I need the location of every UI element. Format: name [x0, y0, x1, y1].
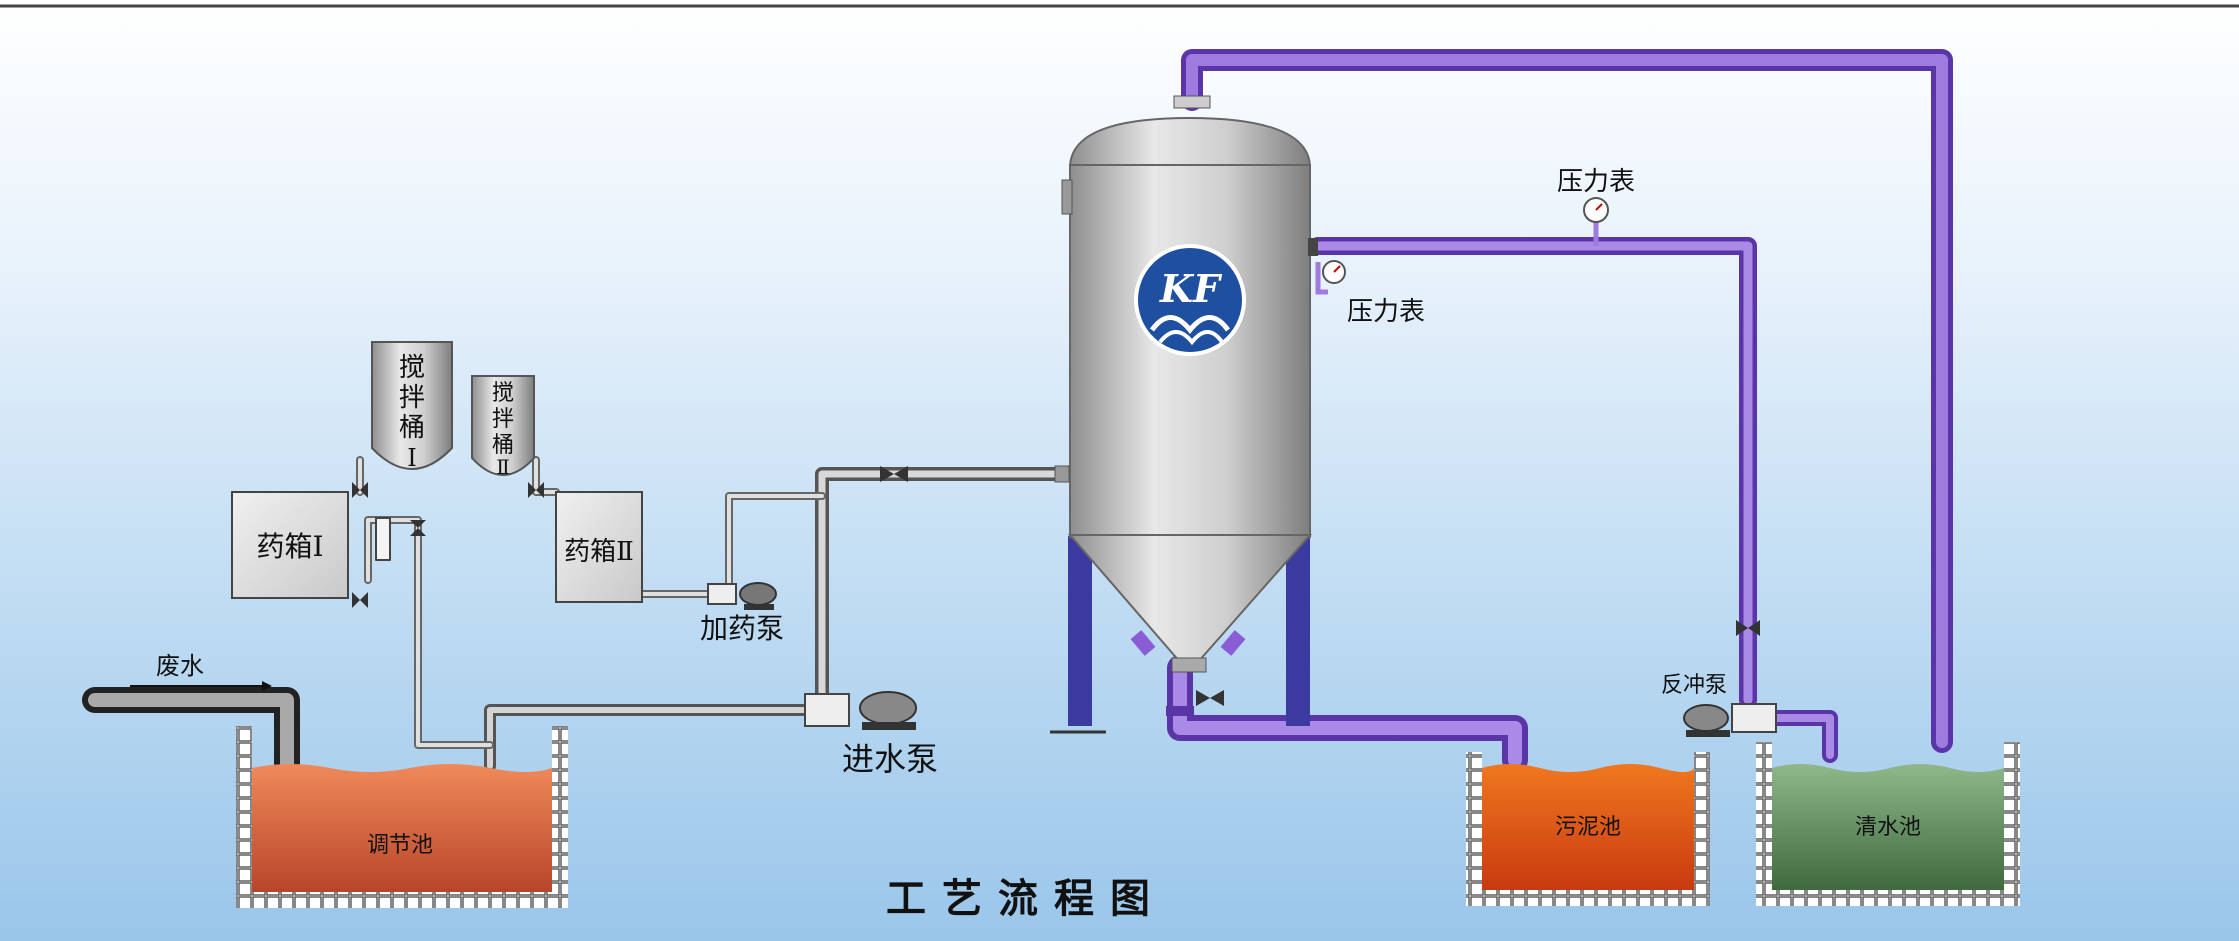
- diagram-title: 工艺流程图: [886, 876, 1166, 922]
- sludge-tank-label: 污泥池: [1555, 815, 1621, 840]
- pressure-gauge-side-label: 压力表: [1347, 297, 1425, 327]
- logo-text: KF: [1159, 266, 1223, 311]
- mixer-2-char-2: 拌: [492, 407, 514, 432]
- mixer-2-char-1: 搅: [492, 381, 514, 406]
- regulating-tank-label: 调节池: [367, 833, 433, 858]
- pressure-vessel: [1050, 95, 1318, 734]
- mixer-1-char-1: 搅: [399, 353, 425, 383]
- backwash-pump-label: 反冲泵: [1661, 673, 1727, 698]
- clear-water-tank-label: 清水池: [1855, 815, 1921, 840]
- mixer-1-char-2: 拌: [399, 383, 425, 413]
- mixer-2-char-3: 桶: [492, 433, 514, 458]
- pressure-gauge-top-icon: [1583, 197, 1609, 246]
- flow-arrow-icon: [130, 681, 272, 691]
- inlet-pump-icon: [804, 691, 917, 730]
- chem-box-1: [231, 491, 349, 599]
- chem-box-1-label: 药箱Ⅰ: [256, 530, 323, 563]
- pressure-gauge-top-label: 压力表: [1557, 167, 1635, 197]
- mixer-1-char-4: Ⅰ: [407, 444, 416, 472]
- chem-box-2: [555, 491, 643, 603]
- valves: [352, 466, 1760, 636]
- pressure-gauge-side-icon: [1315, 260, 1346, 295]
- mixer-tank-2: [471, 375, 535, 476]
- backwash-pump-icon: [1683, 703, 1777, 737]
- dosing-pump-icon: [707, 582, 777, 610]
- waste-water-label: 废水: [156, 652, 204, 680]
- regulating-tank: [236, 726, 568, 908]
- grey-pipe-network: [82, 456, 1075, 779]
- clear-water-tank: [1756, 742, 2020, 906]
- mixer-tank-1: [371, 341, 453, 470]
- chem-box-2-label: 药箱Ⅱ: [564, 537, 634, 567]
- mixer-1-char-3: 桶: [399, 413, 425, 443]
- mixer-2-char-4: Ⅱ: [496, 455, 510, 479]
- inlet-pump-label: 进水泵: [842, 740, 938, 778]
- dosing-pump-label: 加药泵: [700, 612, 784, 645]
- company-logo: KF: [1134, 244, 1246, 356]
- purple-pipe-network: [1167, 49, 1953, 773]
- sludge-tank: [1466, 752, 1710, 906]
